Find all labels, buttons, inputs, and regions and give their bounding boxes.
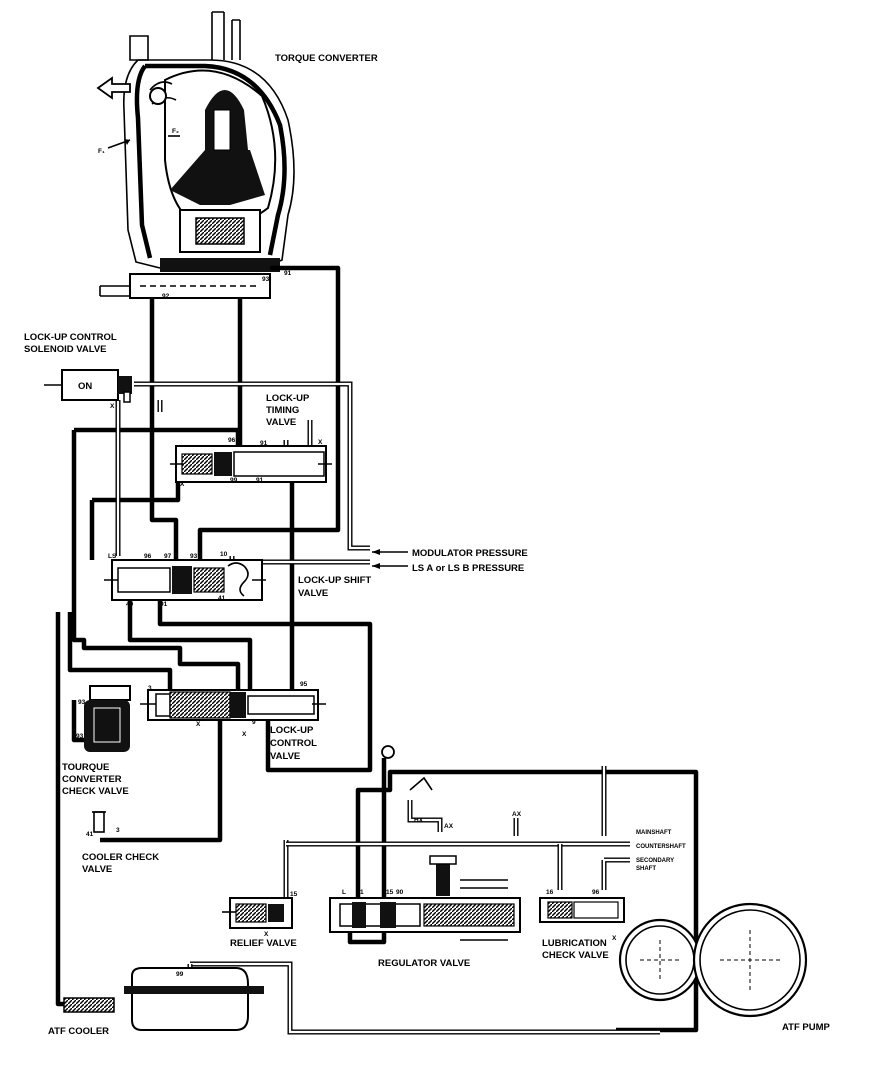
port-96-shift: 96 (144, 553, 152, 560)
port-1-reg: 1 (360, 889, 364, 896)
tag-f1: F₁ (98, 148, 105, 155)
port-40: 40 (126, 601, 134, 608)
control-valve-label-2: CONTROL (270, 738, 317, 749)
countershaft-label: COUNTERSHAFT (636, 844, 686, 850)
signal-lines (115, 381, 660, 1035)
atf-pump (618, 902, 808, 1018)
timing-valve-label-1: LOCK-UP (266, 393, 310, 404)
secondary-shaft-label-1: SECONDARY (636, 858, 674, 864)
port-15-reg: 15 (386, 889, 394, 896)
port-15-relief: 15 (290, 891, 298, 898)
timing-valve-label-3: VALVE (266, 417, 296, 428)
port-93-shift: 93 (190, 553, 198, 560)
modulator-pressure-label: MODULATOR PRESSURE (412, 548, 528, 559)
regulator-valve-label: REGULATOR VALVE (378, 958, 470, 969)
port-3-cooler: 3 (116, 827, 120, 834)
regulator-valve (329, 745, 521, 945)
lubrication-check-valve (539, 897, 625, 923)
shift-valve-label-2: VALVE (298, 588, 328, 599)
tag-x-relief: X (264, 931, 269, 938)
tag-ax-1: AX (444, 823, 454, 830)
lube-check-label-1: LUBRICATION (542, 938, 607, 949)
cooler-check-valve (92, 811, 106, 833)
torque-converter-label: TORQUE CONVERTER (275, 53, 378, 64)
tag-x-ctrl-2: X (242, 731, 247, 738)
port-91: 91 (284, 270, 292, 277)
lockup-shift-valve (104, 559, 266, 601)
port-97: 97 (164, 553, 172, 560)
tag-x-timing: X (318, 439, 323, 446)
port-90: 90 (396, 889, 404, 896)
port-l: L (342, 889, 346, 896)
port-16: 16 (546, 889, 554, 896)
tag-f2: F₂ (172, 128, 179, 135)
solenoid-label-line2: SOLENOID VALVE (24, 344, 107, 355)
port-91-timing: 91 (260, 440, 268, 447)
port-10-shift: 10 (220, 551, 228, 558)
tag-hx: HX (414, 817, 424, 824)
tag-x-timing-2: X (180, 481, 185, 488)
torque-converter-check-valve (84, 685, 131, 752)
port-95: 95 (300, 681, 308, 688)
mainshaft-label: MAINSHAFT (636, 830, 672, 836)
tag-x-solenoid: X (110, 403, 115, 410)
relief-valve (222, 897, 293, 929)
port-99-cooler: 99 (176, 971, 184, 978)
port-96-lube: 96 (592, 889, 600, 896)
port-93-tc: 93 (78, 699, 86, 706)
solenoid-state: ON (78, 381, 92, 392)
control-valve-label-1: LOCK-UP (270, 725, 314, 736)
secondary-shaft-label-2: SHAFT (636, 866, 656, 872)
port-91b: 91 (256, 477, 264, 484)
timing-valve-label-2: TIMING (266, 405, 299, 416)
port-ls: LS (108, 553, 117, 560)
pressure-gauge-icon (381, 745, 395, 759)
port-92: 92 (162, 293, 170, 300)
cooler-check-label-1: COOLER CHECK (82, 852, 159, 863)
shift-valve-label-1: LOCK-UP SHIFT (298, 575, 371, 586)
lockup-solenoid-valve (44, 369, 132, 403)
port-99: 99 (230, 477, 238, 484)
tc-check-label-3: CHECK VALVE (62, 786, 129, 797)
port-91-shift: 91 (160, 601, 168, 608)
port-9: 9 (252, 719, 256, 726)
port-96-timing: 96 (228, 437, 236, 444)
tag-x-ctrl: X (196, 721, 201, 728)
tag-ax-2: AX (512, 811, 522, 818)
cooler-check-label-2: VALVE (82, 864, 112, 875)
tag-x-lube: X (612, 935, 617, 942)
port-41: 41 (218, 595, 226, 602)
ls-pressure-label: LS A or LS B PRESSURE (412, 563, 524, 574)
atf-pump-label: ATF PUMP (782, 1022, 831, 1033)
fluid-lines (55, 265, 699, 1033)
torque-converter (96, 11, 295, 299)
solenoid-label-line1: LOCK-UP CONTROL (24, 332, 117, 343)
lube-check-label-2: CHECK VALVE (542, 950, 609, 961)
atf-cooler (63, 967, 264, 1031)
lockup-control-valve (140, 689, 326, 721)
lockup-timing-valve (170, 445, 332, 483)
atf-cooler-label: ATF COOLER (48, 1026, 109, 1037)
port-3-ctrl: 3 (148, 685, 152, 692)
tc-check-label-1: TOURQUE (62, 762, 109, 773)
control-valve-label-3: VALVE (270, 751, 300, 762)
tc-check-label-2: CONVERTER (62, 774, 122, 785)
relief-valve-label: RELIEF VALVE (230, 938, 297, 949)
flow-direction-arrow-icon (96, 76, 131, 100)
port-41-cooler: 41 (86, 831, 94, 838)
port-93: 93 (262, 276, 270, 283)
port-93-tc-b: 93 (76, 733, 84, 740)
